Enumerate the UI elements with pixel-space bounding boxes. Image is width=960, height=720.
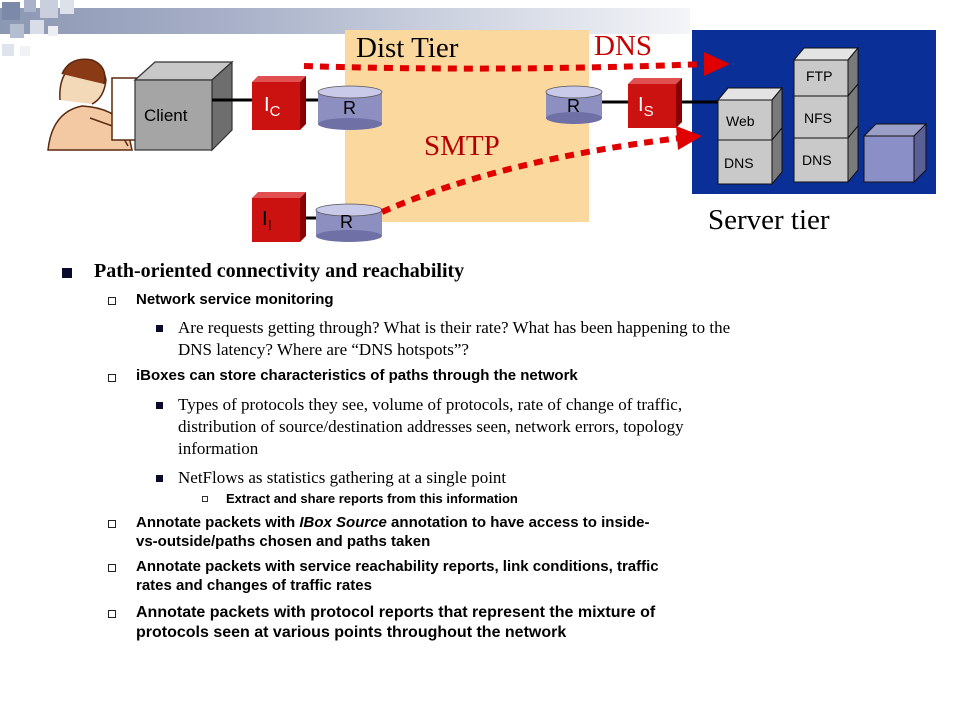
header-square (40, 0, 58, 18)
header-square (30, 20, 44, 34)
client-label: Client (144, 106, 188, 125)
ibox-server (628, 78, 682, 128)
server-dns-label: DNS (724, 155, 754, 171)
dist-tier-region (345, 30, 589, 222)
bullet-marker (108, 564, 116, 572)
bullet-text-line: distribution of source/destination addre… (178, 417, 684, 436)
server-extra (862, 122, 928, 184)
bullet-text-line: information (178, 439, 259, 458)
ibox-i-sub: I (267, 217, 272, 234)
smtp-path-arrow (380, 126, 702, 215)
bullet-marker (108, 610, 116, 618)
header-square (20, 46, 30, 56)
header-square (24, 0, 36, 12)
bullet-marker (108, 374, 116, 382)
ibox-s-label: IS (638, 94, 654, 120)
server-dns-label: DNS (802, 152, 832, 168)
ibox-client (252, 76, 306, 130)
client-computer (133, 60, 234, 152)
ibox-c-sub: C (269, 103, 281, 120)
ibox-c-main: I (264, 94, 270, 116)
router-cylinder (545, 85, 603, 124)
ibox-s-sub: S (643, 103, 654, 120)
bullet-text-line: Are requests getting through? What is th… (178, 318, 731, 337)
header-gradient-bar (0, 8, 690, 34)
router-label: R (567, 96, 580, 116)
bullet-level2: Annotate packets with IBox Source annota… (136, 514, 649, 532)
dist-tier-label: Dist Tier (356, 32, 459, 64)
bullet-level2-continued: rates and changes of traffic rates (136, 577, 372, 594)
bullet-text: Annotate packets with (136, 514, 300, 531)
bullet-level2: Annotate packets with protocol reports t… (136, 604, 656, 621)
network-diagram (47, 46, 928, 242)
ibox-c-label: IC (264, 94, 280, 120)
bullet-marker (108, 520, 116, 528)
server-stack-left (716, 86, 784, 186)
ibox-i-main: I (262, 208, 268, 230)
server-ftp-label: FTP (806, 68, 833, 84)
person-at-computer-icon (47, 58, 137, 151)
bullet-text-line: Types of protocols they see, volume of p… (178, 395, 683, 414)
server-nfs-label: NFS (804, 110, 832, 126)
bullet-marker (156, 402, 163, 409)
header-square (10, 24, 24, 38)
dns-path-arrow (303, 52, 730, 76)
bullet-level2-continued: protocols seen at various points through… (136, 624, 567, 641)
router-cylinder (317, 85, 383, 130)
ibox-i-label: II (262, 208, 272, 234)
bullet-text-line: DNS latency? Where are “DNS hotspots”? (178, 340, 469, 359)
bullet-marker (108, 297, 116, 305)
bullet-level2: Network service monitoring (136, 291, 334, 308)
bullet-level2: iBoxes can store characteristics of path… (136, 367, 578, 384)
bullet-text-line: NetFlows as statistics gathering at a si… (178, 468, 507, 487)
ibox-s-main: I (638, 94, 644, 116)
bullet-heading: Path-oriented connectivity and reachabil… (94, 260, 465, 282)
bullet-text: annotation to have access to inside- (386, 514, 650, 531)
bullet-level4: Extract and share reports from this info… (226, 491, 518, 506)
bullet-marker (156, 325, 163, 332)
ibox-inside (252, 192, 306, 242)
server-stack-right (792, 46, 860, 184)
header-square (2, 2, 20, 20)
bullet-marker (62, 268, 72, 278)
bullet-marker (156, 475, 163, 482)
server-tier-label: Server tier (708, 204, 830, 236)
dns-label: DNS (594, 30, 653, 62)
router-cylinder (315, 203, 383, 242)
router-label: R (343, 98, 356, 118)
header-square (60, 0, 74, 14)
ibox-source-term: IBox Source (299, 514, 387, 531)
bullet-level2: Annotate packets with service reachabili… (136, 558, 659, 575)
smtp-label: SMTP (424, 130, 500, 162)
server-web-label: Web (726, 113, 755, 129)
header-square (48, 26, 58, 36)
bullet-level2-continued: vs-outside/paths chosen and paths taken (136, 533, 431, 550)
bullet-marker (202, 496, 208, 502)
router-label: R (340, 212, 353, 232)
header-square (2, 44, 14, 56)
